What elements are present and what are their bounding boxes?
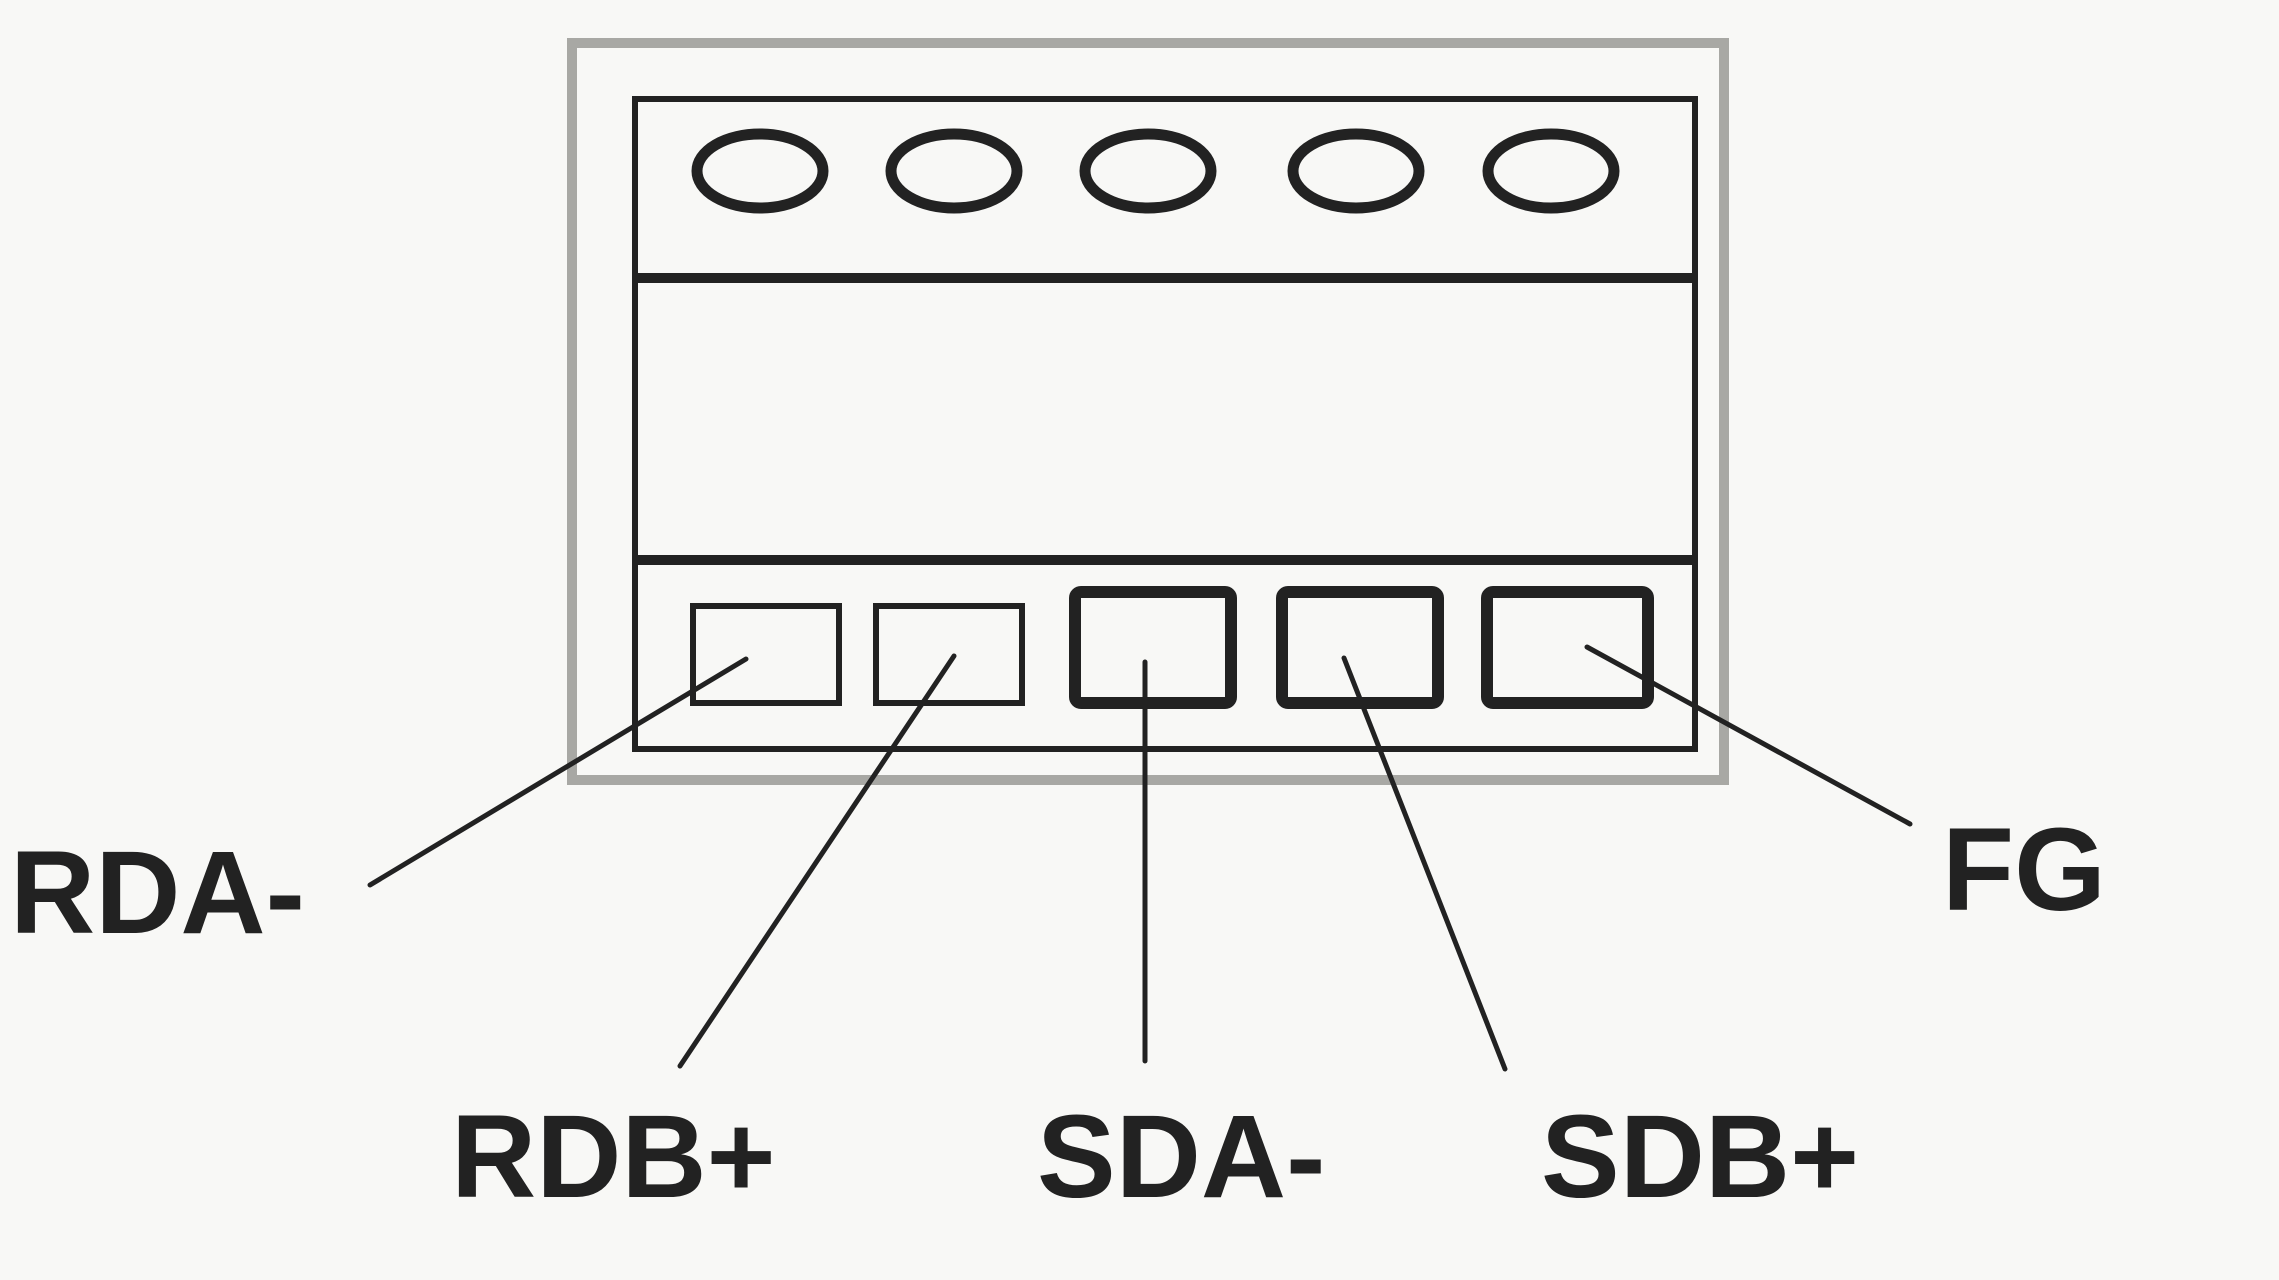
screw-terminal-icon	[1287, 128, 1425, 214]
terminal-slot-fg	[1481, 586, 1654, 709]
terminal-slot-rdb	[873, 603, 1025, 706]
screw-row	[691, 128, 1620, 214]
leader-line-fg	[1584, 644, 1913, 827]
screw-terminal-icon	[1079, 128, 1217, 214]
label-sda-minus: SDA-	[1037, 1091, 1325, 1223]
label-sdb-plus: SDB+	[1541, 1091, 1859, 1223]
leader-line-sdb	[1341, 655, 1508, 1072]
label-fg: FG	[1942, 804, 2106, 936]
terminal-slot-sda	[1069, 586, 1237, 709]
label-rda-minus: RDA-	[10, 827, 305, 959]
outer-frame	[567, 38, 1729, 785]
screw-terminal-icon	[691, 128, 829, 214]
slot-row	[690, 586, 1654, 709]
leader-lines	[367, 644, 1913, 1072]
terminal-block-body	[632, 96, 1698, 752]
leader-line-rda	[367, 656, 749, 888]
screw-terminal-icon	[1482, 128, 1620, 214]
terminal-slot-rda	[690, 603, 842, 706]
leader-line-rdb	[677, 653, 957, 1069]
screw-terminal-icon	[885, 128, 1023, 214]
label-rdb-plus: RDB+	[451, 1091, 776, 1223]
terminal-slot-sdb	[1276, 586, 1444, 709]
